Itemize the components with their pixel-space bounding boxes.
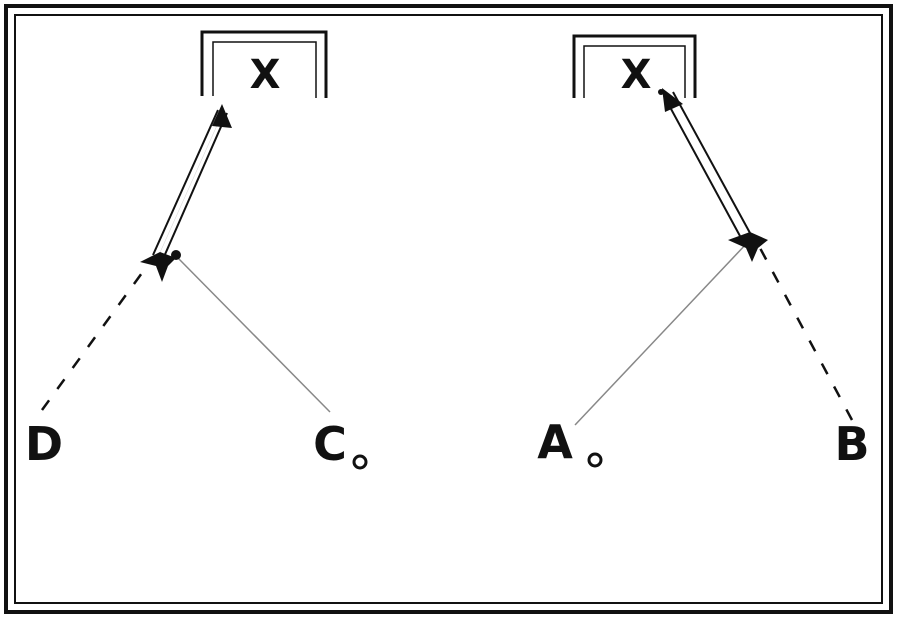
point-dot-a — [587, 452, 603, 468]
shot-arrow-right — [662, 88, 751, 237]
inner-frame — [14, 14, 883, 604]
point-label-d: D — [25, 417, 63, 471]
point-label-c: C — [313, 417, 347, 471]
shot-arrow-left — [152, 104, 232, 260]
point-label-a: A — [537, 415, 573, 469]
dashed-run-d — [40, 261, 152, 411]
point-label-b: B — [834, 417, 869, 471]
pass-line-a — [574, 241, 749, 426]
player-marker-left — [140, 250, 181, 282]
player-marker-right — [658, 89, 768, 262]
outer-frame — [4, 4, 893, 614]
target-box-left: X — [200, 30, 328, 98]
target-label-left: X — [250, 52, 281, 98]
target-box-right: X — [572, 34, 697, 98]
point-dot-c — [352, 454, 368, 470]
dashed-run-b — [758, 247, 854, 421]
target-label-right: X — [621, 52, 652, 98]
pass-line-c — [177, 257, 331, 413]
